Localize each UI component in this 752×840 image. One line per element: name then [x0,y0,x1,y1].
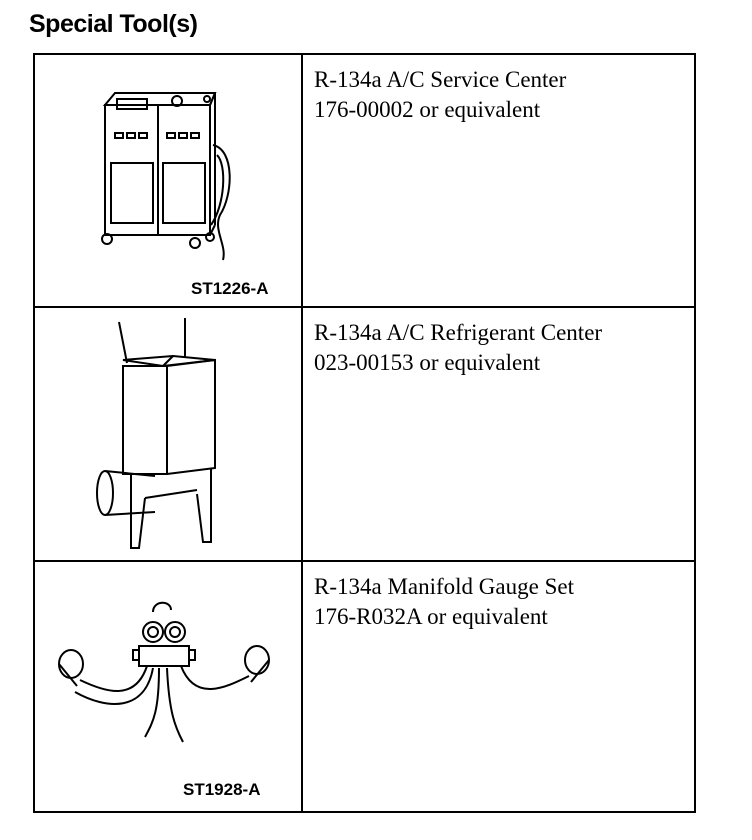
tool-part-number: 023-00153 or equivalent [314,350,541,375]
tool-description-cell: R-134a A/C Refrigerant Center 023-00153 … [303,308,694,560]
special-tools-table: ST1226-A R-134a A/C Service Center 176-0… [33,53,696,813]
tool-part-number: 176-00002 or equivalent [314,97,541,122]
table-row: ST1928-A R-134a Manifold Gauge Set 176-R… [35,562,694,811]
tool-name: R-134a A/C Service Center [314,67,567,92]
tool-image-cell: ST1928-A [35,562,303,811]
refrigerant-center-illustration [96,318,216,549]
tool-description-cell: R-134a Manifold Gauge Set 176-R032A or e… [303,562,694,811]
tool-name: R-134a A/C Refrigerant Center [314,320,603,345]
tool-image-cell [35,308,303,560]
tool-name: R-134a Manifold Gauge Set [314,574,574,599]
tool-description-cell: R-134a A/C Service Center 176-00002 or e… [303,55,694,306]
table-row: ST1226-A R-134a A/C Service Center 176-0… [35,55,694,308]
page-title: Special Tool(s) [29,10,198,38]
table-row: R-134a A/C Refrigerant Center 023-00153 … [35,308,694,562]
tool-part-number: 176-R032A or equivalent [314,604,548,629]
service-center-illustration [101,92,231,261]
figure-code: ST1928-A [183,780,261,799]
figure-code: ST1226-A [191,279,269,298]
tool-image-cell: ST1226-A [35,55,303,306]
manifold-gauge-illustration [58,601,270,743]
